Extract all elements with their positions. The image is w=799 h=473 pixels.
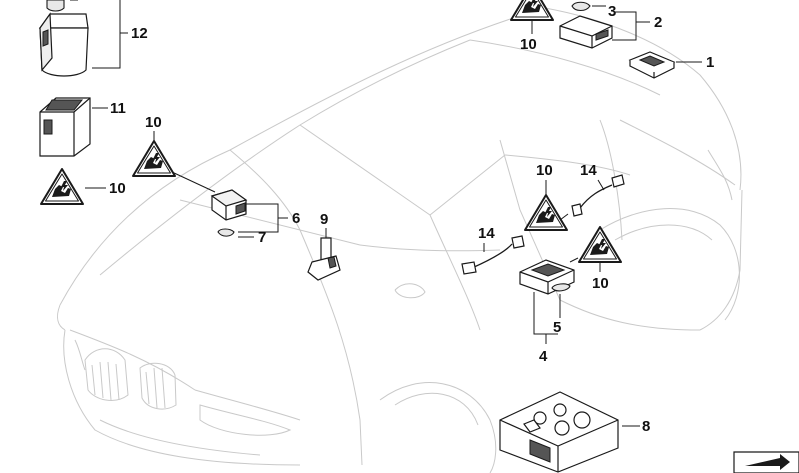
callout-12: 12 xyxy=(131,25,148,42)
callout-1: 1 xyxy=(706,54,714,71)
part-8-kit-box: 8 xyxy=(499,391,650,473)
callout-6: 6 xyxy=(292,210,300,227)
part-6-lamp: 6 7 xyxy=(210,189,300,246)
callout-10-right: 10 xyxy=(592,275,609,292)
warning-icon-top-right: 10 xyxy=(510,0,554,53)
part-1-lamp: 1 xyxy=(628,51,714,79)
vehicle-outline xyxy=(57,7,743,473)
callout-7: 7 xyxy=(258,229,266,246)
next-page-arrow-icon[interactable] xyxy=(733,451,799,473)
callout-10-top-right: 10 xyxy=(520,36,537,53)
callout-5: 5 xyxy=(553,319,561,336)
esd-warning-triangle-icon xyxy=(578,226,622,263)
part-9-switch: 9 xyxy=(307,211,341,281)
callout-10-center: 10 xyxy=(536,162,553,179)
esd-warning-triangle-icon xyxy=(132,140,176,177)
part-3-bulb: 3 xyxy=(571,1,616,20)
warning-icon-left-middle: 10 xyxy=(132,114,216,193)
callout-10-left-middle: 10 xyxy=(145,114,162,131)
esd-warning-triangle-icon xyxy=(524,194,568,231)
part-12-assembly: 12 xyxy=(38,0,148,77)
warning-icon-right: 10 xyxy=(569,226,622,292)
esd-warning-triangle-icon xyxy=(510,0,554,21)
callout-11: 11 xyxy=(110,100,126,117)
esd-warning-triangle-icon xyxy=(40,168,84,205)
callout-8: 8 xyxy=(642,418,650,435)
callout-2: 2 xyxy=(654,14,662,31)
part-14-wire-harness-right: 14 xyxy=(559,162,625,221)
warning-icon-center: 10 xyxy=(524,162,568,231)
part-2-lamp: 2 xyxy=(559,11,662,49)
part-11-lamp: 11 xyxy=(39,97,126,157)
part-14-wire-harness-left: 14 xyxy=(461,225,525,275)
part-4-lamp: 5 4 xyxy=(519,259,575,365)
warning-icon-left-bottom: 10 xyxy=(40,168,126,205)
callout-3: 3 xyxy=(608,3,616,20)
callout-14-left: 14 xyxy=(478,225,495,242)
callout-4: 4 xyxy=(539,348,548,365)
callout-14-right: 14 xyxy=(580,162,597,179)
callout-9: 9 xyxy=(320,211,328,228)
callout-10-left-bottom: 10 xyxy=(109,180,126,197)
